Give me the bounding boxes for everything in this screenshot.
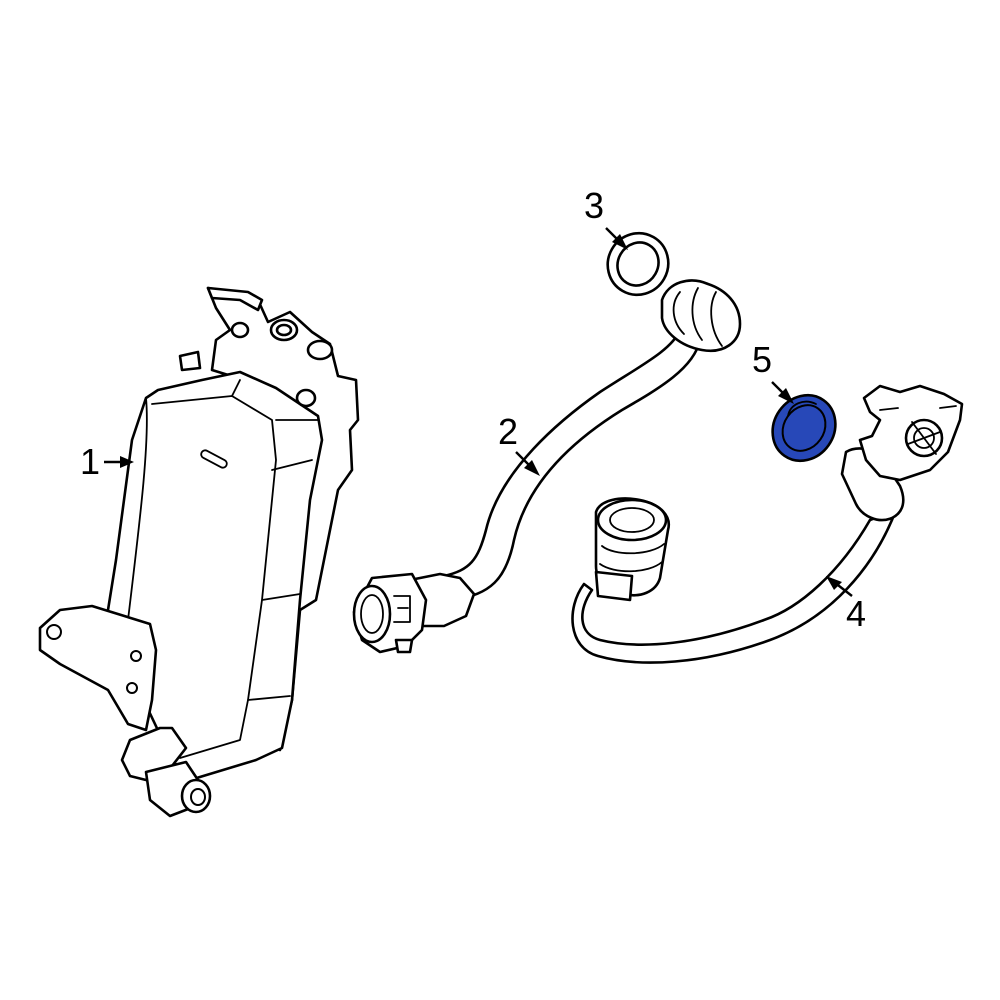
callout-4: 4 [826,576,866,634]
callout-2: 2 [498,411,540,476]
o-ring-upper[interactable] [597,222,680,306]
cooler-hose-upper[interactable] [352,279,742,654]
callout-3: 3 [584,185,628,250]
callout-label-2: 2 [498,411,518,452]
callout-label-1: 1 [80,441,100,482]
cooler-hose-lower[interactable] [571,384,964,664]
callout-label-5: 5 [752,339,772,380]
oil-cooler[interactable] [38,286,360,818]
o-ring-highlighted[interactable] [760,383,848,473]
callout-1: 1 [80,441,134,482]
callout-5: 5 [752,339,794,404]
callout-label-4: 4 [846,593,866,634]
callout-label-3: 3 [584,185,604,226]
